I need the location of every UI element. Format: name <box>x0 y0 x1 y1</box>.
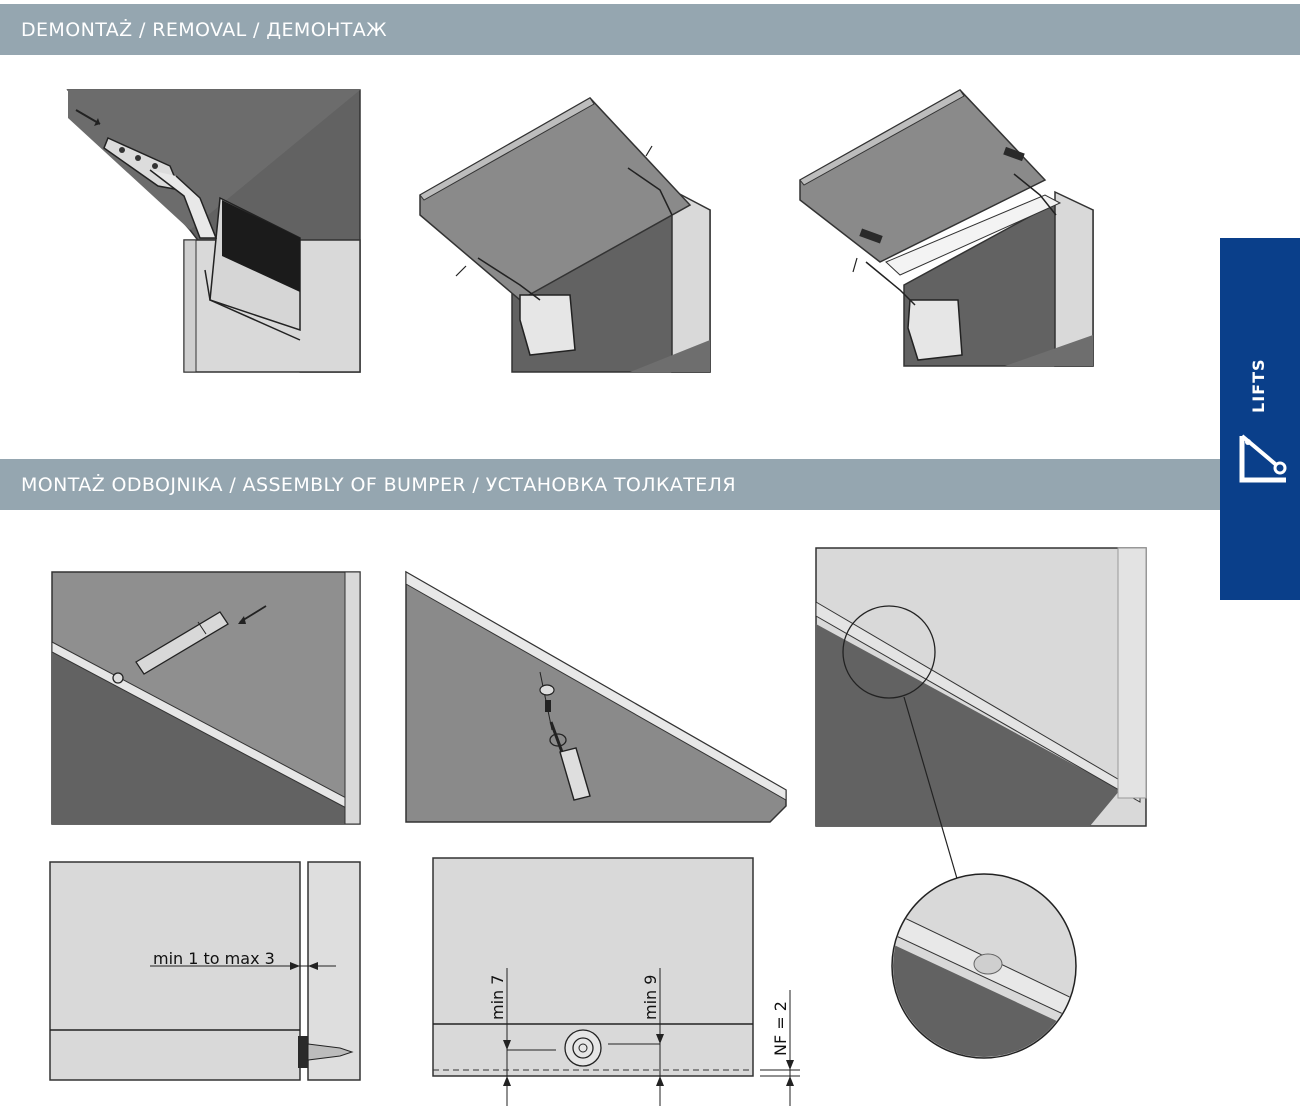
section-header-bumper: MONTAŻ ODBOJNIKA / ASSEMBLY OF BUMPER / … <box>0 459 1220 510</box>
section-title-bumper: MONTAŻ ODBOJNIKA / ASSEMBLY OF BUMPER / … <box>21 474 736 496</box>
bumper-figure-d: min 1 to max 3 <box>49 861 361 1081</box>
bumper-figure-e: min 7 min 9 NF = 2 <box>432 857 800 1106</box>
bumper-figure-b <box>405 570 787 823</box>
min9-dimension-label: min 9 <box>641 975 660 1020</box>
bumper-figure-c <box>815 547 1147 1059</box>
removal-figure-3 <box>799 89 1094 367</box>
min7-dimension-label: min 7 <box>488 975 507 1020</box>
nf-dimension-label: NF = 2 <box>771 1001 790 1056</box>
bumper-figure-a <box>51 571 361 825</box>
lift-mechanism-icon <box>1239 434 1287 483</box>
section-title-removal: DEMONTAŻ / REMOVAL / ДЕМОНТАЖ <box>21 19 388 41</box>
removal-figure-2 <box>419 97 711 373</box>
gap-dimension-label: min 1 to max 3 <box>153 949 275 968</box>
removal-figure-1 <box>66 89 361 373</box>
side-tab-lifts[interactable] <box>1220 238 1300 600</box>
section-header-removal: DEMONTAŻ / REMOVAL / ДЕМОНТАЖ <box>0 4 1300 55</box>
